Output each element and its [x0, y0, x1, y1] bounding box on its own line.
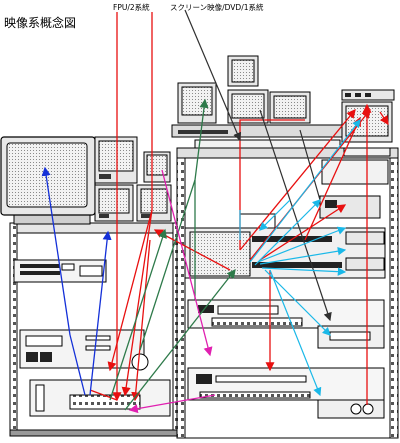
- left-rack-equipment: [13, 259, 171, 417]
- vcr-deck-2: [187, 367, 385, 401]
- screen-dvd-line: [184, 9, 332, 322]
- green-signal-lines: [109, 98, 236, 411]
- vcr-deck-1: [187, 299, 385, 329]
- small-unit: [317, 325, 385, 349]
- top-monitor-shelf: [171, 55, 349, 149]
- cyan-signal-lines: [239, 119, 361, 397]
- magenta-signal-lines: [128, 169, 216, 414]
- preview-monitor-stack: [94, 136, 172, 222]
- diagram-title: 映像系概念図: [4, 16, 77, 30]
- screen-dvd-label: スクリーン映像/DVD/1系統: [170, 3, 264, 12]
- blue-signal-lines: [41, 166, 112, 396]
- fpu-label: FPU/2系統: [113, 3, 150, 12]
- dvd-player: [317, 399, 385, 419]
- main-crt-monitor: [0, 136, 96, 225]
- fpu-signal-lines: [89, 12, 389, 405]
